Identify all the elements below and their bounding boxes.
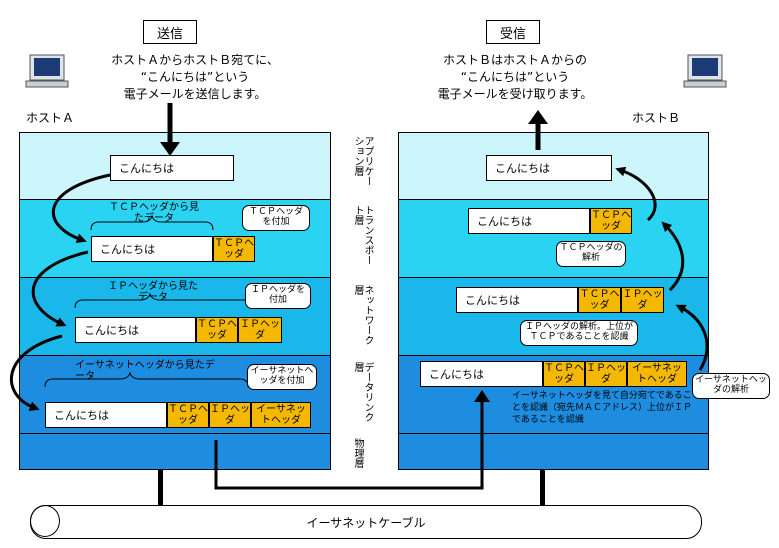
layer-label-transport: トランスポート層 — [352, 205, 373, 265]
host-a-cable-post — [158, 470, 163, 508]
curve-a-network-to-datalink — [10, 334, 63, 411]
bubble-a-add-ip: ＩＰヘッダを付加 — [245, 283, 311, 309]
host-a-datalink-data: こんにちは — [45, 402, 167, 428]
note-a-ip-seen: ＩＰヘッダから見たデータ — [108, 281, 198, 303]
host-a-label: ホストＡ — [26, 111, 75, 125]
host-b-datalink-data: こんにちは — [420, 361, 543, 387]
send-title: 送信 — [143, 20, 197, 44]
host-b-transport-data: こんにちは — [468, 208, 590, 234]
host-b-network-ip-header: ＩＰヘッダ — [621, 287, 664, 313]
computer-icon-host-b — [683, 54, 727, 88]
host-a-datalink-tcp-header: ＴＣＰヘッダ — [167, 402, 209, 428]
bubble-b-ip-parse: ＩＰヘッダの解析。上位がＴＣＰであることを認識 — [520, 320, 638, 346]
host-a-network-data: こんにちは — [75, 317, 196, 343]
layer-label-physical: 物理層 — [352, 438, 363, 468]
layer-label-network: ネットワーク層 — [352, 285, 373, 345]
host-b-datalink-ip-header: ＩＰヘッダ — [585, 361, 627, 387]
ethernet-cable-label: イーサネットケーブル — [306, 515, 426, 530]
receive-title: 受信 — [486, 20, 540, 44]
recv-desc-line1: ホストＢはホストＡからの — [442, 53, 587, 67]
host-a-network-ip-header: ＩＰヘッダ — [238, 317, 282, 343]
host-b-network-tcp-header: ＴＣＰヘッダ — [578, 287, 621, 313]
host-a-datalink-ip-header: ＩＰヘッダ — [209, 402, 251, 428]
curve-b-datalink-to-network — [675, 304, 709, 371]
host-b-network-data: こんにちは — [456, 287, 578, 313]
curve-b-network-to-transport — [661, 221, 685, 292]
host-b-datalink-eth-header: イーサネットヘッダ — [627, 361, 687, 387]
bubble-a-add-eth: イーサネットヘッダを付加 — [247, 364, 317, 390]
host-b-cable-post — [540, 470, 545, 508]
note-a-eth-seen: イーサネットヘッダから見たデータ — [75, 360, 215, 382]
note-b-eth-desc: イーサネットヘッダを見て自分宛てであることを認識（宛先ＭＡＣアドレス）上位がＩＰ… — [512, 391, 693, 425]
bubble-b-tcp-parse: ＴＣＰヘッダの解析 — [556, 241, 626, 267]
layer-label-application: アプリケーション層 — [352, 136, 373, 186]
recv-desc-line2: “こんにちは”という — [460, 70, 570, 84]
receive-description: ホストＢはホストＡからの “こんにちは”という 電子メールを受け取ります。 — [400, 52, 630, 103]
host-a-transport-tcp-header: ＴＣＰヘッダ — [213, 236, 255, 262]
cable-end-left — [30, 505, 60, 537]
brace-transport — [90, 214, 214, 231]
send-desc-line1: ホストＡからホストＢ宛てに、 — [111, 53, 279, 67]
computer-icon-host-a — [25, 54, 69, 88]
host-b-label: ホストＢ — [632, 111, 681, 125]
layer-label-datalink: データリンク層 — [352, 362, 373, 422]
brace-datalink — [44, 371, 249, 388]
host-a-app-data: こんにちは — [110, 155, 234, 181]
curve-a-app-to-transport — [51, 173, 111, 244]
bubble-a-add-tcp: ＴＣＰヘッダを付加 — [242, 205, 310, 231]
host-a-transport-data: こんにちは — [91, 236, 213, 262]
curve-a-transport-to-network — [31, 250, 89, 327]
host-a-datalink-eth-header: イーサネットヘッダ — [251, 402, 311, 428]
transmission-path — [214, 400, 484, 490]
recv-desc-line3: 電子メールを受け取ります。 — [437, 87, 593, 101]
host-a-physical-layer — [20, 434, 330, 469]
curve-b-transport-to-app — [615, 166, 657, 222]
send-description: ホストＡからホストＢ宛てに、 “こんにちは”という 電子メールを送信します。 — [80, 52, 310, 103]
host-b-datalink-tcp-header: ＴＣＰヘッダ — [543, 361, 585, 387]
host-b-transport-tcp-header: ＴＣＰヘッダ — [590, 208, 632, 234]
host-b-physical-layer — [399, 434, 708, 469]
ethernet-cable: イーサネットケーブル — [30, 505, 702, 539]
host-b-app-data: こんにちは — [486, 155, 612, 181]
send-desc-line2: “こんにちは”という — [140, 70, 250, 84]
note-a-tcp-seen: ＴＣＰヘッダから見たデータ — [109, 202, 199, 224]
host-a-network-tcp-header: ＴＣＰヘッダ — [196, 317, 238, 343]
bubble-b-eth-parse: イーサネットヘッダの解析 — [692, 373, 770, 399]
send-desc-line3: 電子メールを送信します。 — [123, 87, 267, 101]
